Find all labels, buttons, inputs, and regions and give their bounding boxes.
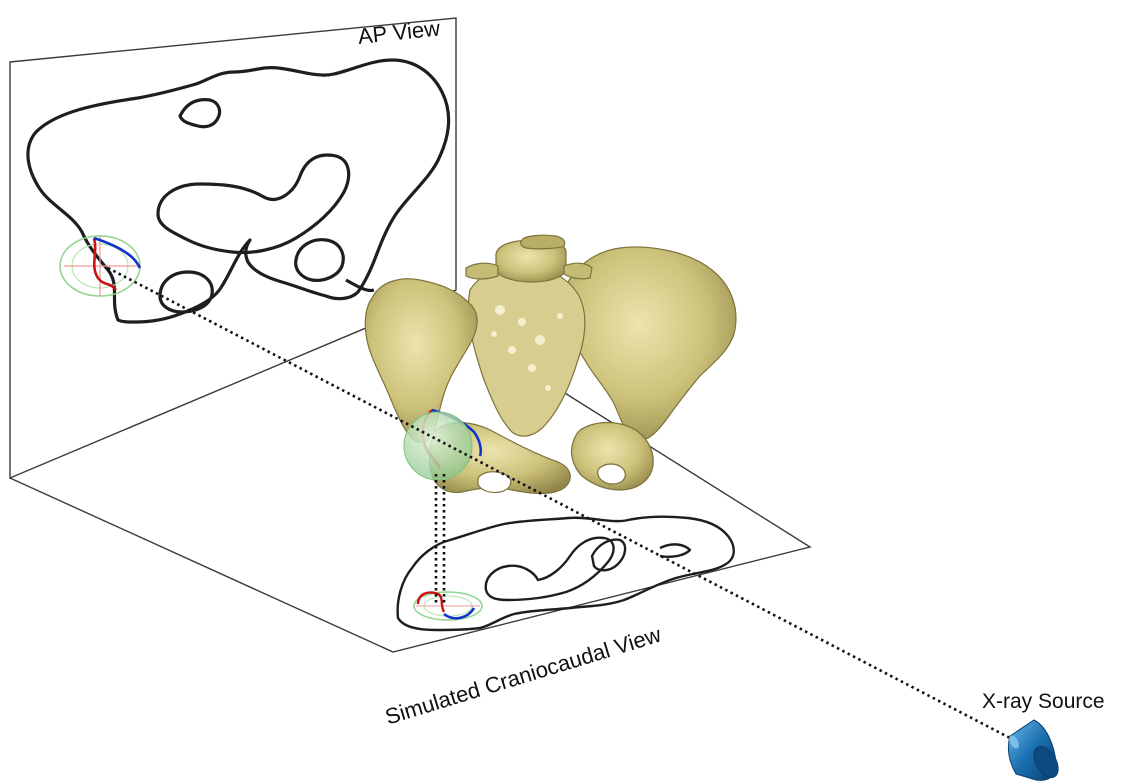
ap-pelvis-outer-contour <box>28 60 449 322</box>
xray-source-label: X-ray Source <box>982 690 1105 714</box>
cc-anterior-rim-red <box>418 592 444 612</box>
ap-acetabulum-marker <box>60 236 140 296</box>
sacrum <box>468 266 584 436</box>
acetabulum-sphere-icon <box>404 412 472 480</box>
ap-view-plane <box>10 18 456 478</box>
ap-sacral-notch <box>180 100 220 127</box>
cc-inner-loop <box>592 540 625 571</box>
vertebral-process-right <box>564 263 592 279</box>
ap-pelvis-outline <box>28 60 449 322</box>
ap-right-obturator <box>296 240 344 281</box>
cc-acetabulum-marker <box>414 592 482 620</box>
vertebral-endplate <box>521 235 565 249</box>
left-obturator-foramen <box>478 472 511 493</box>
cc-pelvis-outline <box>398 517 734 630</box>
ap-left-obturator <box>160 272 212 312</box>
vertebral-process-left <box>466 263 498 279</box>
cc-spur <box>660 544 690 556</box>
cc-pelvis-outer-contour <box>398 517 734 630</box>
ap-inner-pelvic-brim <box>158 155 349 253</box>
ap-right-lower-rim <box>346 280 374 291</box>
cc-inner-ring <box>486 538 614 600</box>
xray-source-cone-icon <box>1007 720 1063 782</box>
right-obturator-foramen <box>598 464 626 484</box>
